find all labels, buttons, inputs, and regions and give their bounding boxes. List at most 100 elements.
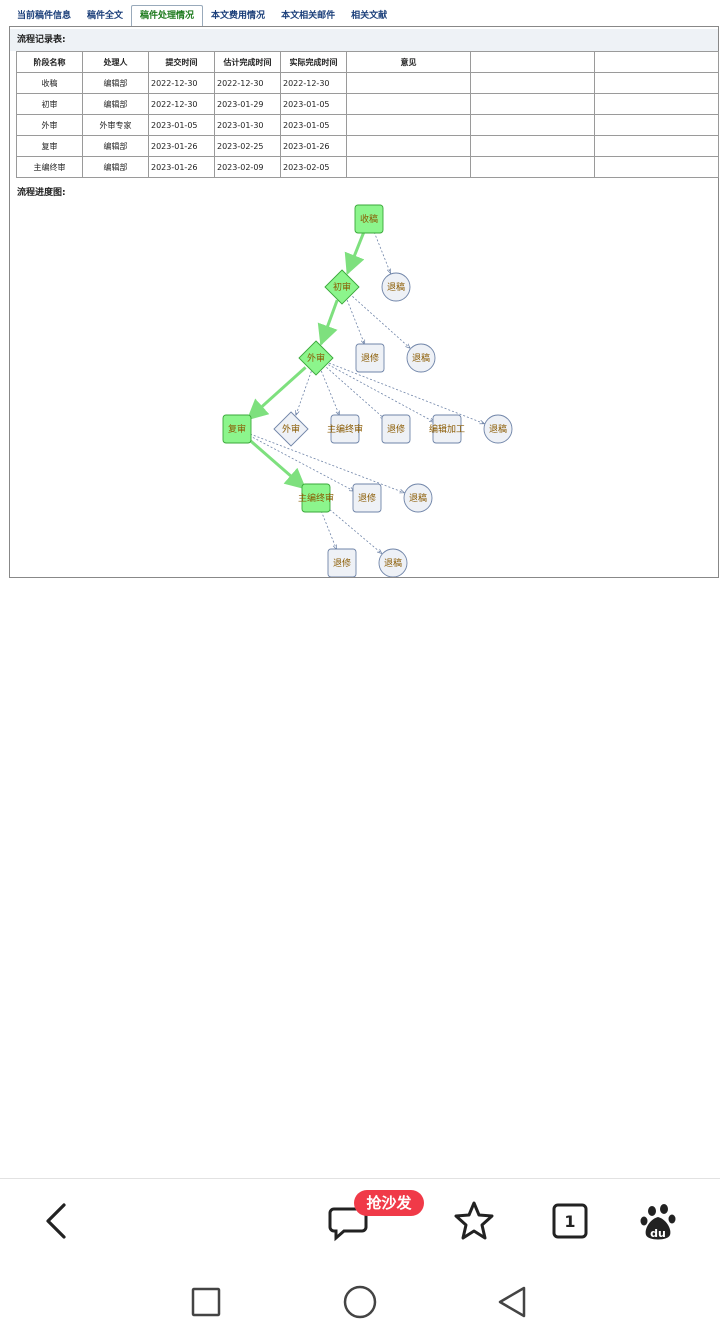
- flow-node-shape: [406, 343, 436, 373]
- system-nav-bar: [0, 1262, 720, 1340]
- flow-edge: [346, 299, 364, 344]
- flow-node-n2: 初审: [324, 269, 360, 305]
- flow-node-n17: 退稿: [378, 548, 408, 577]
- table-cell: 2023-01-05: [280, 93, 347, 115]
- flow-node-shape: [378, 548, 408, 577]
- flow-edge: [317, 299, 339, 346]
- flow-node-n12: 退稿: [483, 414, 513, 444]
- flow-edge: [373, 231, 390, 273]
- table-cell: [470, 72, 595, 94]
- flow-node-shape: [403, 483, 433, 513]
- sofa-badge[interactable]: 抢沙发: [354, 1190, 424, 1216]
- flow-edge: [246, 437, 307, 490]
- column-header: [470, 51, 595, 73]
- home-circle-icon[interactable]: [340, 1282, 380, 1322]
- table-cell: [470, 135, 595, 157]
- table-cell: 2023-02-09: [214, 156, 281, 178]
- table-cell: 编辑部: [82, 156, 149, 178]
- flow-node-shape: [301, 483, 331, 513]
- baidu-paw-icon[interactable]: du: [636, 1197, 684, 1245]
- tabs-icon[interactable]: 1: [546, 1197, 594, 1245]
- table-cell: [470, 93, 595, 115]
- flow-node-shape: [273, 411, 309, 447]
- flow-node-label: 退修: [358, 492, 376, 504]
- table-cell: [594, 114, 719, 136]
- flow-node-label: 退修: [333, 557, 351, 569]
- flow-node-n7: 复审: [222, 414, 252, 444]
- table-header-row: 阶段名称处理人提交时间估计完成时间实际完成时间意见: [16, 51, 719, 73]
- table-cell: 2023-01-26: [148, 135, 215, 157]
- flow-node-label: 主编终审: [298, 492, 334, 504]
- table-cell: [594, 156, 719, 178]
- table-cell: 编辑部: [82, 72, 149, 94]
- flow-edge: [352, 296, 409, 348]
- flow-node-n6: 退稿: [406, 343, 436, 373]
- table-cell: 初审: [16, 93, 83, 115]
- column-header: 估计完成时间: [214, 51, 281, 73]
- column-header: [594, 51, 719, 73]
- table-cell: 2023-01-30: [214, 114, 281, 136]
- flow-node-label: 编辑加工: [429, 423, 465, 435]
- table-cell: [346, 93, 471, 115]
- column-header: 提交时间: [148, 51, 215, 73]
- table-cell: 2022-12-30: [148, 93, 215, 115]
- column-header: 意见: [346, 51, 471, 73]
- flow-edge: [326, 366, 384, 419]
- table-cell: [594, 135, 719, 157]
- flow-node-n16: 退修: [327, 548, 357, 577]
- flow-node-n8: 外审: [273, 411, 309, 447]
- flow-node-shape: [327, 548, 357, 577]
- back-triangle-icon[interactable]: [492, 1282, 532, 1322]
- flow-node-shape: [330, 414, 360, 444]
- flow-edge: [328, 362, 484, 423]
- flow-node-label: 初审: [333, 281, 351, 293]
- tab-bar: 当前稿件信息 稿件全文稿件处理情况本文费用情况 本文相关邮件 相关文献: [9, 4, 719, 27]
- tab-1[interactable]: 稿件全文: [87, 11, 124, 21]
- star-icon[interactable]: [450, 1197, 498, 1245]
- tab-2[interactable]: 稿件处理情况: [131, 5, 204, 27]
- tab-3[interactable]: 本文费用情况: [211, 11, 266, 21]
- flow-node-label: 退修: [361, 352, 379, 364]
- table-cell: 外审专家: [82, 114, 149, 136]
- flow-node-shape: [354, 204, 384, 234]
- flow-edge: [249, 435, 353, 491]
- tab-4[interactable]: 本文相关邮件: [281, 11, 336, 21]
- flow-node-shape: [483, 414, 513, 444]
- records-title: 流程记录表:: [10, 29, 718, 51]
- flow-edge: [320, 370, 339, 415]
- table-cell: 2023-01-05: [148, 114, 215, 136]
- table-cell: 编辑部: [82, 135, 149, 157]
- table-cell: 2023-01-26: [280, 135, 347, 157]
- square-icon[interactable]: [186, 1282, 226, 1322]
- tab-0[interactable]: 当前稿件信息: [17, 11, 72, 21]
- flow-node-label: 退稿: [384, 557, 402, 569]
- table-cell: 2023-01-05: [280, 114, 347, 136]
- flow-node-label: 退修: [387, 423, 405, 435]
- flow-node-n10: 退修: [381, 414, 411, 444]
- back-icon[interactable]: [34, 1197, 82, 1245]
- flow-node-shape: [381, 414, 411, 444]
- tab-5[interactable]: 相关文献: [351, 11, 388, 21]
- progress-title: 流程进度图:: [10, 182, 718, 204]
- table-cell: 编辑部: [82, 93, 149, 115]
- flow-node-shape: [298, 340, 334, 376]
- flow-edge: [320, 510, 336, 549]
- table-cell: [346, 156, 471, 178]
- table-cell: [346, 72, 471, 94]
- table-cell: 2023-02-25: [214, 135, 281, 157]
- flow-node-n1: 收稿: [354, 204, 384, 234]
- svg-text:du: du: [650, 1227, 666, 1240]
- column-header: 处理人: [82, 51, 149, 73]
- flow-edge: [328, 364, 434, 422]
- table-cell: [346, 114, 471, 136]
- flow-node-label: 外审: [282, 423, 300, 435]
- column-header: 实际完成时间: [280, 51, 347, 73]
- table-cell: [470, 156, 595, 178]
- flow-node-n3: 退稿: [381, 272, 411, 302]
- table-cell: [470, 114, 595, 136]
